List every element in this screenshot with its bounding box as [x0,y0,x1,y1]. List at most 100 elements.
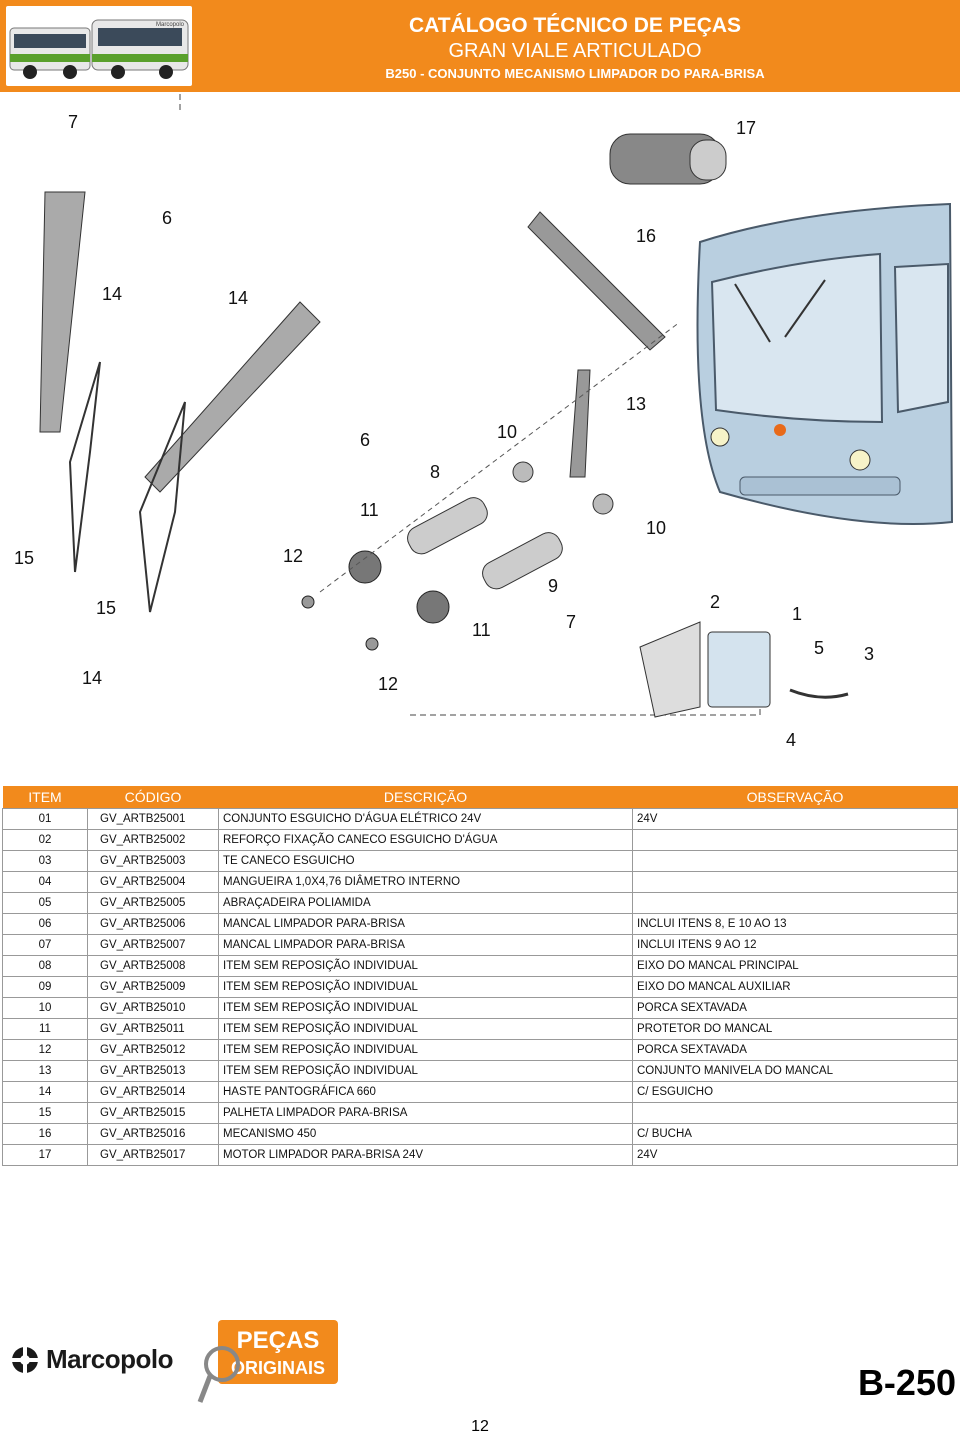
description-cell: MECANISMO 450 [218,1123,633,1145]
code-cell: GV_ARTB25001 [87,808,219,830]
callout-4: 4 [786,730,796,750]
observation-cell: C/ BUCHA [632,1123,958,1145]
description-cell: ITEM SEM REPOSIÇÃO INDIVIDUAL [218,976,633,998]
wiper-mechanism-illustration [301,133,727,651]
callout-12: 12 [378,674,398,694]
code-cell: GV_ARTB25013 [87,1060,219,1082]
col-description-header: DESCRIÇÃO [218,786,633,809]
observation-cell: EIXO DO MANCAL PRINCIPAL [632,955,958,977]
code-cell: GV_ARTB25003 [87,850,219,872]
observation-cell: PROTETOR DO MANCAL [632,1018,958,1040]
item-cell: 04 [2,871,88,893]
badge-top-text: PEÇAS [237,1327,320,1354]
col-item-header: ITEM [2,786,88,809]
description-cell: MANCAL LIMPADOR PARA-BRISA [218,934,633,956]
page-code: B-250 [857,1362,956,1403]
description-cell: CONJUNTO ESGUICHO D'ÁGUA ELÉTRICO 24V [218,808,633,830]
code-cell: GV_ARTB25010 [87,997,219,1019]
observation-cell: 24V [632,1144,958,1166]
callout-3: 3 [864,644,874,664]
observation-cell: INCLUI ITENS 9 AO 12 [632,934,958,956]
code-cell: GV_ARTB25007 [87,934,219,956]
description-cell: ITEM SEM REPOSIÇÃO INDIVIDUAL [218,1039,633,1061]
code-cell: GV_ARTB25006 [87,913,219,935]
callout-15: 15 [14,548,34,568]
description-cell: ABRAÇADEIRA POLIAMIDA [218,892,633,914]
callout-6: 6 [162,208,172,228]
exploded-parts-diagram: 7 6 14 14 6 15 15 14 12 11 8 10 13 16 17… [14,92,954,750]
articulated-bus-image: Marcopolo [9,19,189,79]
callout-9: 9 [548,576,558,596]
observation-cell [632,871,958,893]
bus-thumbnail: Marcopolo [6,6,192,86]
description-cell: PALHETA LIMPADOR PARA-BRISA [218,1102,633,1124]
item-cell: 07 [2,934,88,956]
observation-cell [632,892,958,914]
marcopolo-emblem-icon [12,1346,38,1373]
section-title: B250 - CONJUNTO MECANISMO LIMPADOR DO PA… [385,66,765,81]
callout-11: 11 [360,500,379,520]
marcopolo-logo: Marcopolo [10,1344,173,1375]
catalog-title: CATÁLOGO TÉCNICO DE PEÇAS [408,14,742,37]
code-cell: GV_ARTB25005 [87,892,219,914]
callout-17: 17 [736,118,756,138]
item-cell: 09 [2,976,88,998]
description-cell: ITEM SEM REPOSIÇÃO INDIVIDUAL [218,1018,633,1040]
item-cell: 03 [2,850,88,872]
model-name: GRAN VIALE ARTICULADO [448,40,702,62]
item-cell: 12 [2,1039,88,1061]
observation-cell: EIXO DO MANCAL AUXILIAR [632,976,958,998]
callout-1: 1 [792,604,802,624]
item-cell: 06 [2,913,88,935]
bus-front-illustration [696,202,954,525]
item-cell: 17 [2,1144,88,1166]
callout-14: 14 [228,288,248,308]
observation-cell: PORCA SEXTAVADA [632,997,958,1019]
item-cell: 16 [2,1123,88,1145]
callout-14: 14 [82,668,102,688]
description-cell: REFORÇO FIXAÇÃO CANECO ESGUICHO D'ÁGUA [218,829,633,851]
code-cell: GV_ARTB25002 [87,829,219,851]
item-cell: 13 [2,1060,88,1082]
callout-11: 11 [472,620,491,640]
item-cell: 15 [2,1102,88,1124]
description-cell: MANGUEIRA 1,0X4,76 DIÂMETRO INTERNO [218,871,633,893]
observation-cell [632,850,958,872]
observation-cell: PORCA SEXTAVADA [632,1039,958,1061]
observation-cell: 24V [632,808,958,830]
washer-assembly-illustration [639,621,849,718]
code-cell: GV_ARTB25012 [87,1039,219,1061]
observation-cell: INCLUI ITENS 8, E 10 AO 13 [632,913,958,935]
description-cell: ITEM SEM REPOSIÇÃO INDIVIDUAL [218,997,633,1019]
description-cell: MANCAL LIMPADOR PARA-BRISA [218,913,633,935]
code-cell: GV_ARTB25015 [87,1102,219,1124]
col-code-header: CÓDIGO [87,786,219,809]
description-cell: ITEM SEM REPOSIÇÃO INDIVIDUAL [218,955,633,977]
callout-7: 7 [68,112,78,132]
description-cell: MOTOR LIMPADOR PARA-BRISA 24V [218,1144,633,1166]
catalog-header: Marcopolo CATÁLOGO TÉCNICO DE PEÇAS GRAN… [0,0,960,92]
description-cell: HASTE PANTOGRÁFICA 660 [218,1081,633,1103]
callout-5: 5 [814,638,824,658]
item-cell: 14 [2,1081,88,1103]
callout-7: 7 [566,612,576,632]
code-cell: GV_ARTB25014 [87,1081,219,1103]
description-cell: TE CANECO ESGUICHO [218,850,633,872]
